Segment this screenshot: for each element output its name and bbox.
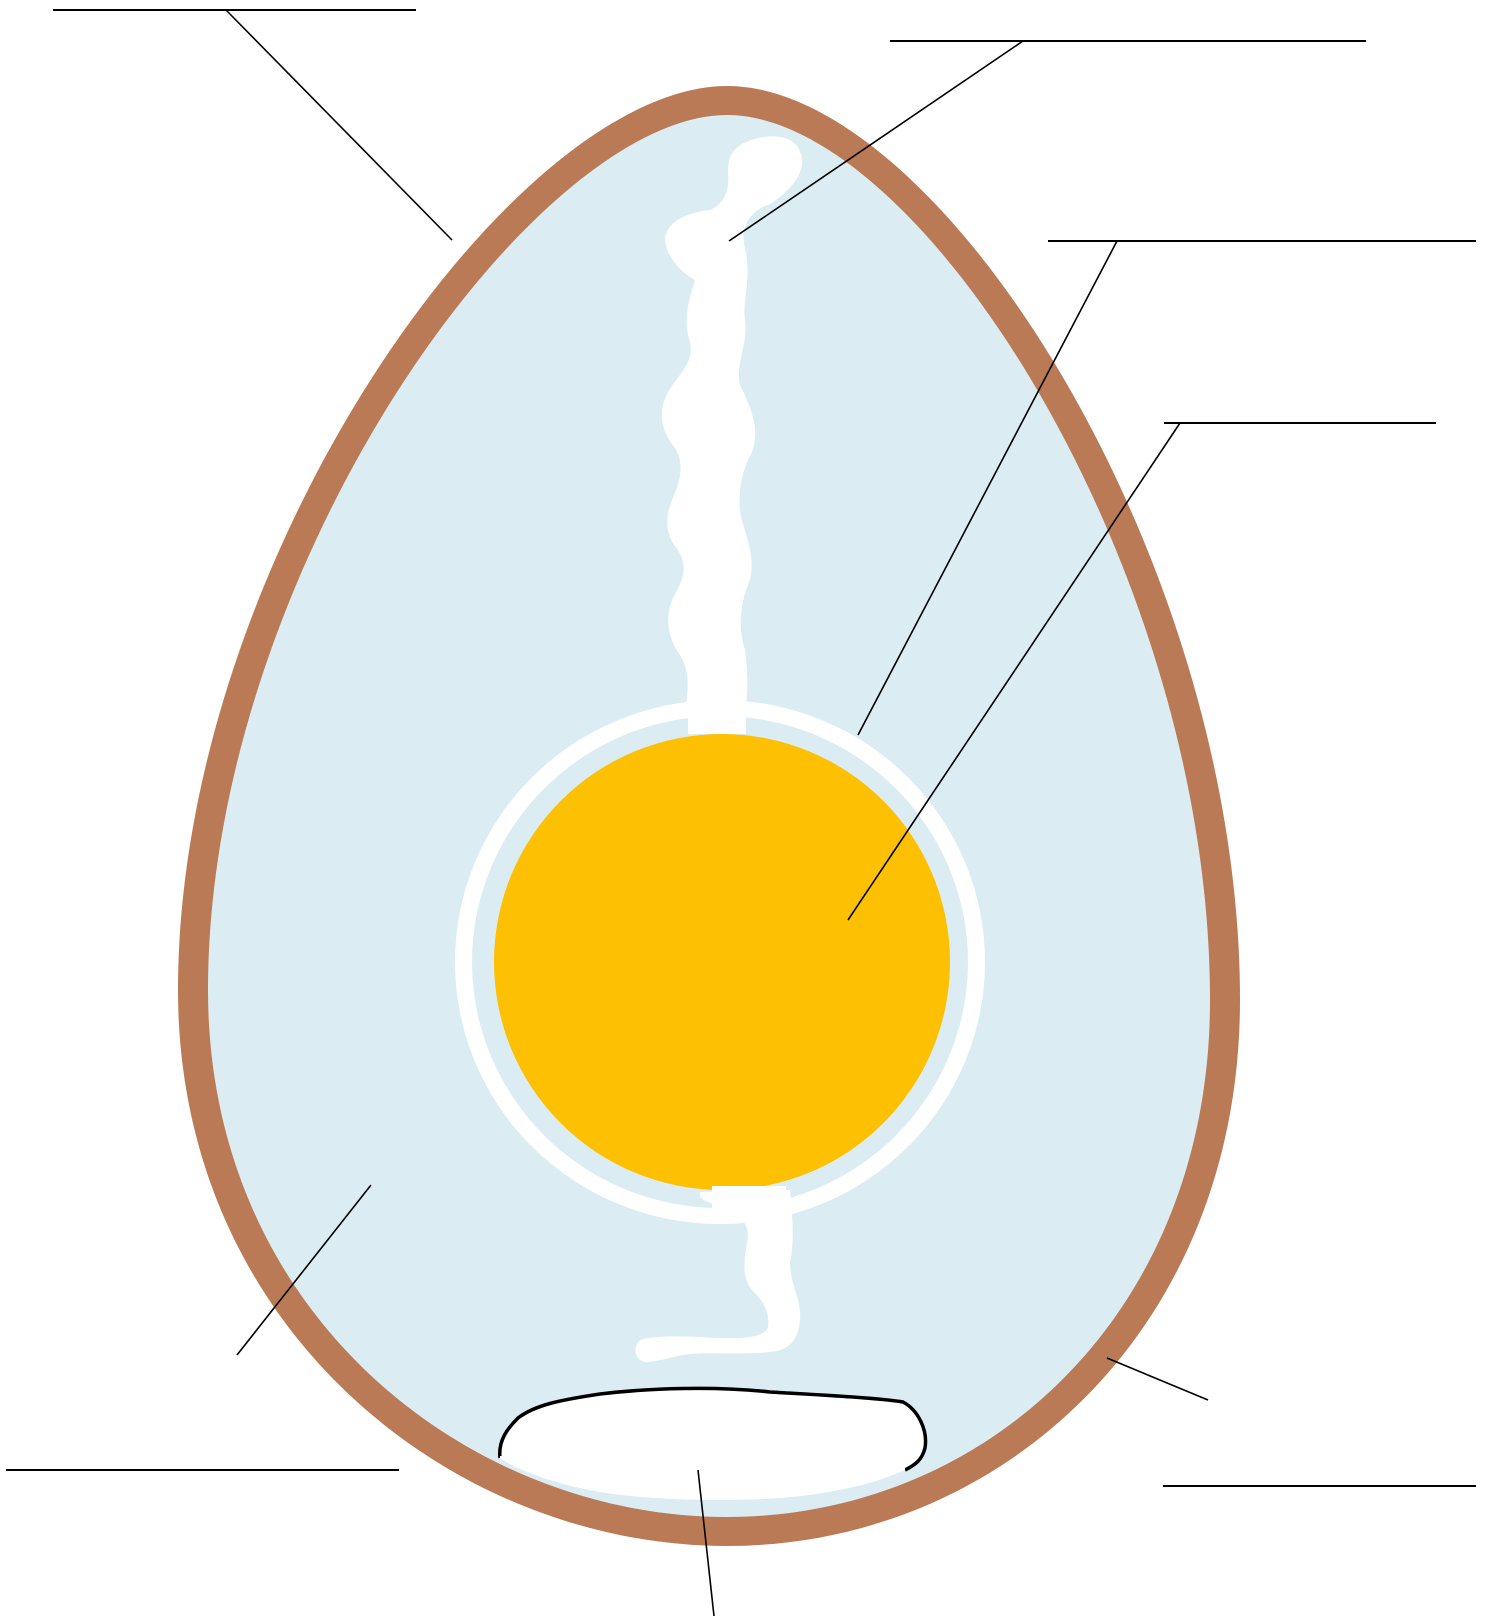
air-cell (498, 1386, 928, 1472)
leader-yolk (847, 422, 1181, 921)
air-cell-base (500, 1456, 905, 1500)
yolk (494, 734, 950, 1190)
leader-albumen (236, 1184, 372, 1356)
chalaza-lower (635, 1190, 801, 1362)
chalaza-upper-join (688, 700, 746, 734)
leader-shell-membrane (1106, 1357, 1209, 1401)
leader-shell (225, 9, 453, 241)
chalaza-upper (661, 136, 803, 706)
chalaza-lower-join (712, 1186, 786, 1208)
leader-air-cell (697, 1469, 715, 1616)
leader-vitelline-membrane (857, 240, 1118, 736)
leader-chalaza (728, 40, 1024, 242)
